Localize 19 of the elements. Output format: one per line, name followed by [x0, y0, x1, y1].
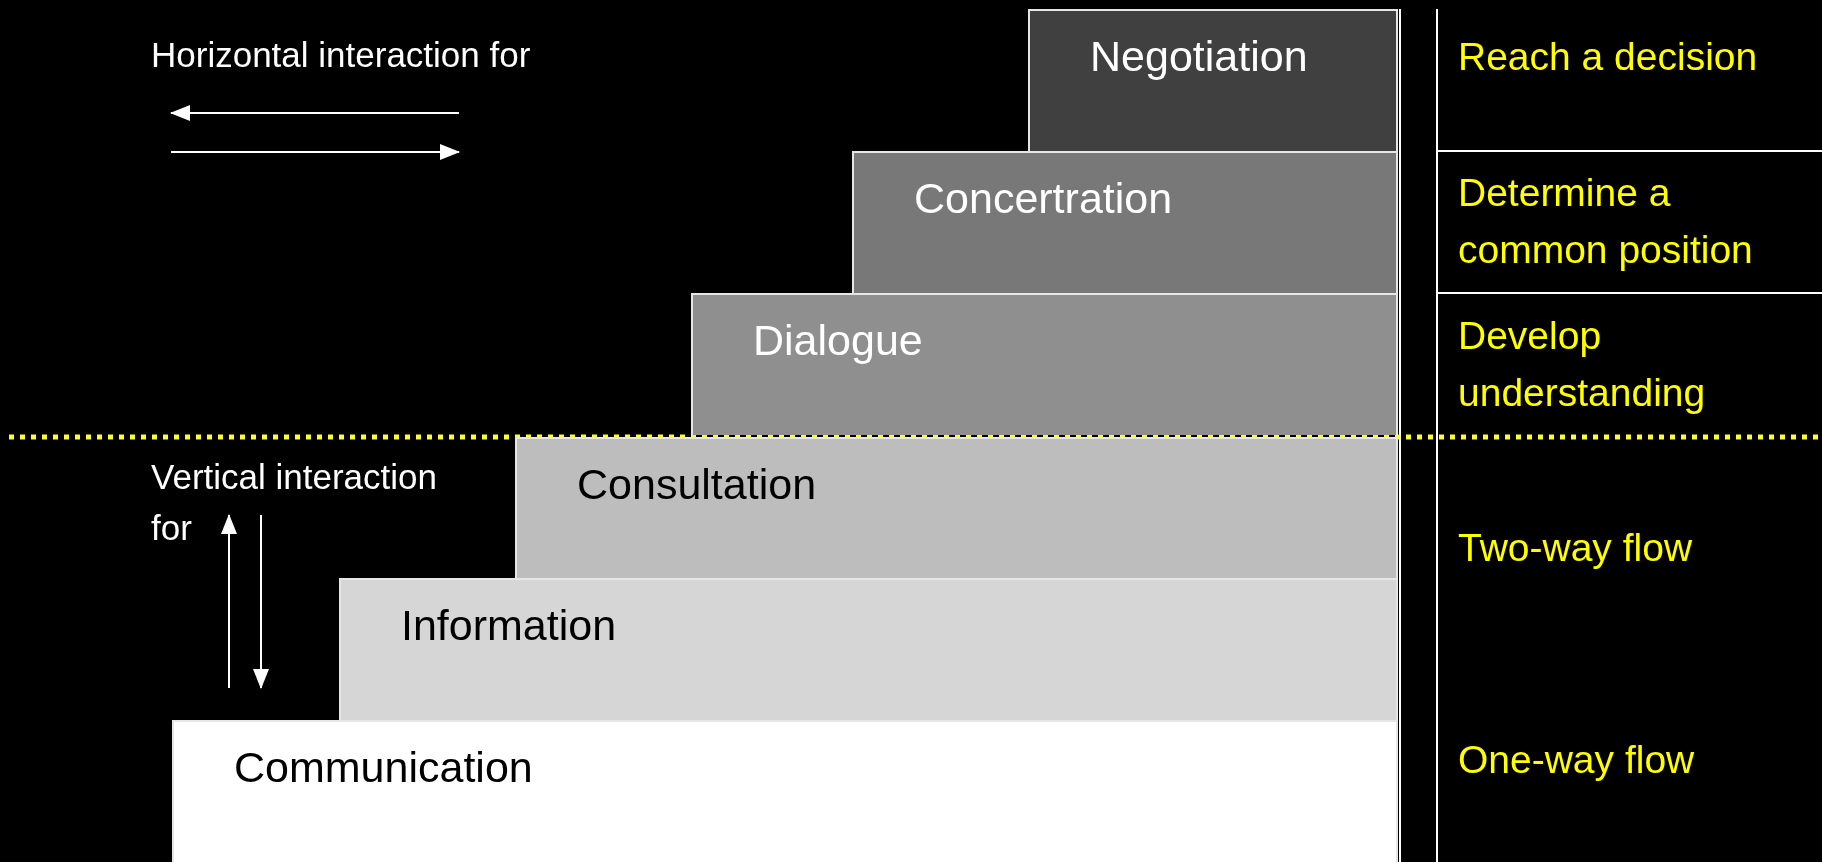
stair-step-bar: [852, 151, 1398, 293]
step-label: Dialogue: [753, 315, 923, 365]
purpose-text: One-way flow: [1458, 737, 1696, 783]
purpose-text: Reach a decision: [1458, 34, 1759, 80]
stair-step-bar: [691, 293, 1398, 435]
axis-label: Vertical interaction for: [151, 456, 438, 549]
purpose-text: Two-way flow: [1458, 525, 1694, 571]
step-label: Consultation: [577, 459, 817, 509]
stair-step-bar: [1028, 9, 1398, 151]
stair-step-bar: [172, 720, 1398, 862]
purpose-text: Determine a common position: [1458, 170, 1754, 273]
step-label: Information: [401, 600, 617, 650]
purpose-text: Develop understanding: [1458, 313, 1707, 416]
stair-step-bar: [339, 578, 1398, 720]
axis-label: Horizontal interaction for: [151, 34, 532, 76]
stair-step-bar: [515, 437, 1398, 578]
step-label: Negotiation: [1090, 31, 1308, 81]
step-label: Concertration: [914, 173, 1173, 223]
step-label: Communication: [234, 742, 533, 792]
